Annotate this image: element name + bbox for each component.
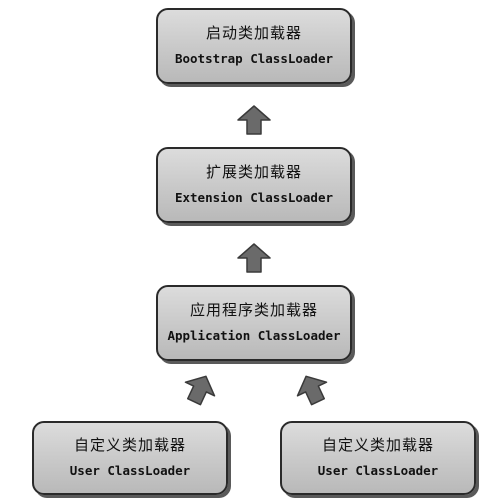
extension-classloader-node: 扩展类加载器 Extension ClassLoader	[156, 147, 352, 223]
up-arrow-icon	[237, 105, 271, 135]
application-classloader-en-label: Application ClassLoader	[167, 328, 341, 343]
up-right-arrow-icon	[184, 375, 216, 406]
bootstrap-classloader-cn-label: 启动类加载器	[205, 24, 302, 42]
user-classloader-right-cn-label: 自定义类加载器	[321, 436, 434, 454]
extension-classloader-en-label: Extension ClassLoader	[174, 190, 334, 205]
user-classloader-left-cn-label: 自定义类加载器	[73, 436, 186, 454]
application-classloader-node: 应用程序类加载器 Application ClassLoader	[156, 285, 352, 361]
application-classloader-cn-label: 应用程序类加载器	[189, 301, 318, 319]
user-classloader-left-en-label: User ClassLoader	[69, 463, 191, 478]
user-classloader-node-right: 自定义类加载器 User ClassLoader	[280, 421, 476, 495]
user-classloader-node-left: 自定义类加载器 User ClassLoader	[32, 421, 228, 495]
up-arrow-icon	[237, 243, 271, 273]
bootstrap-classloader-en-label: Bootstrap ClassLoader	[174, 51, 334, 66]
bootstrap-classloader-node: 启动类加载器 Bootstrap ClassLoader	[156, 8, 352, 84]
extension-classloader-cn-label: 扩展类加载器	[205, 163, 302, 181]
user-classloader-right-en-label: User ClassLoader	[317, 463, 439, 478]
up-left-arrow-icon	[296, 375, 328, 406]
